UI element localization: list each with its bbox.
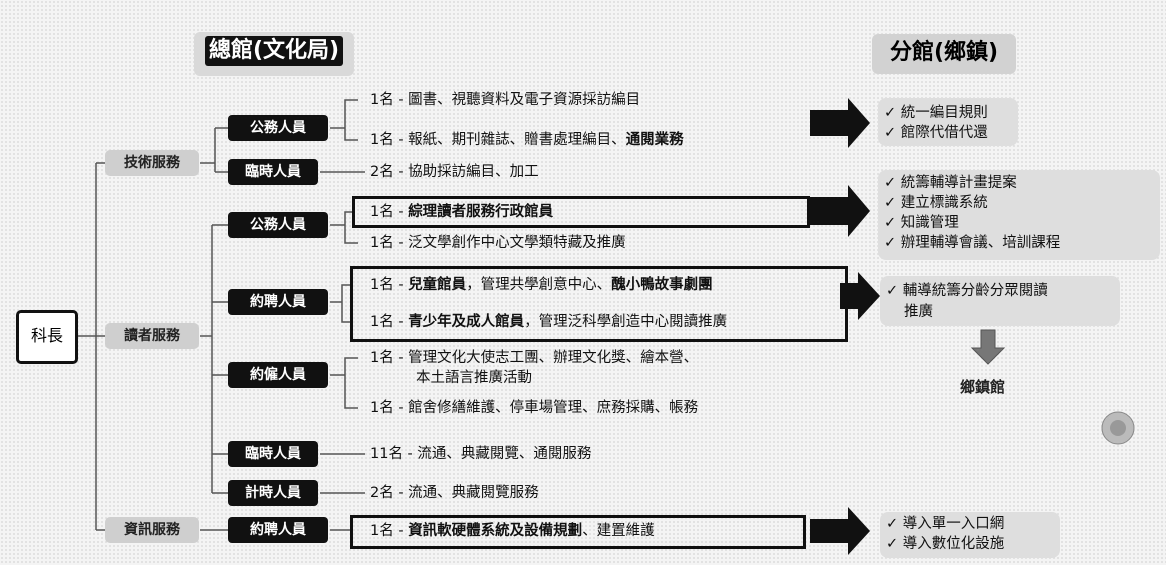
role-reader-contract: 約聘人員 [228,289,328,315]
role-info-contract: 約聘人員 [228,517,328,543]
duty-culture-ambassador: 1名 - 管理文化大使志工團、辦理文化獎、繪本營、 [370,350,699,366]
branch-panel-reading [880,276,1120,326]
check-training-courses: ✓ 辦理輔導會議、培訓課程 [884,235,1061,251]
duty-circulation-reading: 2名 - 流通、典藏閱覽服務 [370,485,539,501]
branch-panel-guidance [878,170,1160,260]
duty-reader-admin-librarian: 1名 - 綜理讀者服務行政館員 [370,204,554,220]
duty-circulation-services: 11名 - 流通、典藏閱覽、通閱服務 [370,446,592,462]
branch-panel-cataloging [878,98,1018,146]
duty-literature-collection: 1名 - 泛文學創作中心文學類特藏及推廣 [370,235,626,251]
main-library-title: 總館(文化局) [204,36,344,66]
duty-facility-maintenance: 1名 - 館舍修繕維護、停車場管理、庶務採購、帳務 [370,400,699,416]
check-signage-system: ✓ 建立標識系統 [884,195,988,211]
check-knowledge-management: ✓ 知識管理 [884,215,959,231]
role-tech-temporary: 臨時人員 [228,159,318,185]
duty-periodicals-processing: 1名 - 報紙、期刊雜誌、贈書處理編目、通閱業務 [370,132,684,148]
check-unified-cataloging: ✓ 統一編目規則 [884,105,988,121]
highlight-box-it-planning [350,515,806,549]
role-reader-civil-servant: 公務人員 [228,212,328,238]
role-reader-temporary: 臨時人員 [228,441,318,467]
role-tech-civil-servant: 公務人員 [228,115,328,141]
section-chief-box: 科長 [16,310,78,364]
branch-panel-digital [880,512,1060,558]
highlight-box-youth-librarians [350,266,848,342]
role-reader-hourly: 計時人員 [228,480,318,506]
branch-library-header: 分館(鄉鎮) [872,34,1016,74]
duty-teen-adult-librarian: 1名 - 青少年及成人館員，管理泛科學創造中心閱讀推廣 [370,314,728,330]
main-library-header: 總館(文化局) [194,32,354,76]
duty-it-systems: 1名 - 資訊軟硬體系統及設備規劃、建置維護 [370,523,655,539]
highlight-box-reader-admin [352,196,810,228]
role-reader-hired: 約僱人員 [228,362,328,388]
check-interlibrary-loan: ✓ 館際代借代還 [884,125,988,141]
duty-children-librarian: 1名 - 兒童館員，管理共學創意中心、醜小鴨故事劇團 [370,277,713,293]
category-reader-services: 讀者服務 [105,323,199,349]
category-tech-services: 技術服務 [105,150,199,176]
category-info-services: 資訊服務 [105,517,199,543]
duty-local-language: 本土語言推廣活動 [416,370,532,386]
town-library-label: 鄉鎮館 [960,378,1006,396]
check-promotion: 推廣 [904,304,933,320]
check-age-group-reading: ✓ 輔導統籌分齡分眾閱讀 [886,283,1048,299]
duty-assist-cataloging: 2名 - 協助採訪編目、加工 [370,164,539,180]
check-single-portal: ✓ 導入單一入口網 [886,516,1005,532]
check-digital-facilities: ✓ 導入數位化設施 [886,536,1005,552]
branch-library-title: 分館(鄉鎮) [889,40,999,65]
duty-acquisition-cataloging: 1名 - 圖書、視聽資料及電子資源採訪編目 [370,92,641,108]
check-guidance-proposal: ✓ 統籌輔導計畫提案 [884,175,1017,191]
